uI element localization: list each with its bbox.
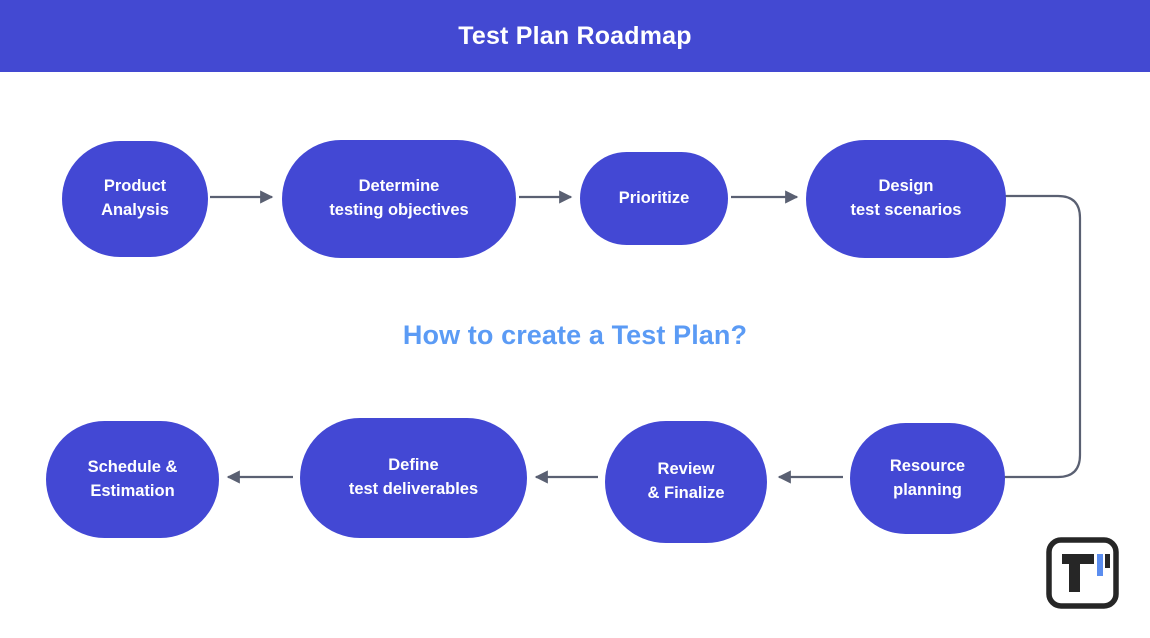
flow-node-define-test-deliverables[interactable]: Define test deliverables bbox=[300, 418, 527, 538]
flow-node-prioritize[interactable]: Prioritize bbox=[580, 152, 728, 245]
logo-tick-mark bbox=[1105, 554, 1110, 568]
header-bar bbox=[0, 0, 1150, 72]
flow-node-review-finalize[interactable]: Review & Finalize bbox=[605, 421, 767, 543]
flow-node-resource-planning[interactable]: Resource planning bbox=[850, 423, 1005, 534]
flow-node-determine-objectives[interactable]: Determine testing objectives bbox=[282, 140, 516, 258]
flow-node-product-analysis[interactable]: Product Analysis bbox=[62, 141, 208, 257]
logo-accent-bar bbox=[1097, 554, 1103, 576]
logo-frame bbox=[1046, 537, 1119, 609]
logo-t-glyph bbox=[1062, 554, 1094, 592]
flow-node-design-test-scenarios[interactable]: Design test scenarios bbox=[806, 140, 1006, 258]
page-title: Test Plan Roadmap bbox=[458, 21, 692, 50]
brand-logo-icon bbox=[1046, 537, 1119, 609]
center-question-text: How to create a Test Plan? bbox=[402, 320, 748, 350]
flow-node-schedule-estimation[interactable]: Schedule & Estimation bbox=[46, 421, 219, 538]
